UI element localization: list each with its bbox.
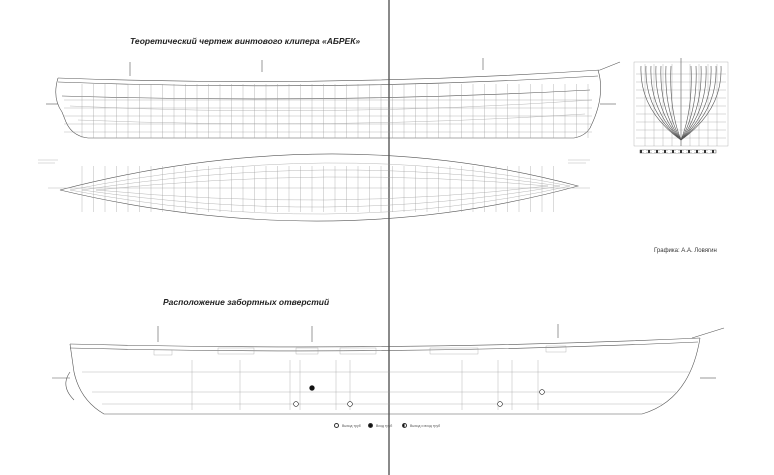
scale-segment bbox=[660, 150, 662, 153]
body-section-aft bbox=[665, 65, 682, 141]
body-section-fwd bbox=[680, 65, 692, 141]
scale-segment bbox=[652, 150, 654, 153]
body-section-fwd bbox=[680, 65, 697, 141]
legend-item-both: Выход и вход труб bbox=[402, 423, 440, 428]
hull-opening bbox=[347, 401, 353, 407]
open-circle-icon bbox=[334, 423, 339, 428]
scale-segment bbox=[688, 150, 690, 153]
half-circle-icon bbox=[402, 423, 407, 428]
body-section-aft bbox=[650, 65, 682, 141]
body-section-fwd bbox=[680, 65, 722, 141]
legend-item-inlet: Вход труб bbox=[368, 423, 392, 428]
scale-segment bbox=[676, 150, 678, 153]
scale-segment bbox=[692, 150, 694, 153]
body-section-aft bbox=[645, 65, 682, 141]
scale-segment bbox=[700, 150, 702, 153]
body-section-aft bbox=[660, 65, 682, 141]
hull-opening bbox=[539, 389, 545, 395]
body-section-fwd bbox=[680, 65, 707, 141]
legend-label: Вход труб bbox=[376, 423, 393, 428]
scale-segment bbox=[656, 150, 658, 153]
scale-segment bbox=[672, 150, 674, 153]
body-section-aft bbox=[670, 65, 682, 141]
legend-label: Выход труб bbox=[342, 423, 361, 428]
legend-item-outlet: Выход труб bbox=[334, 423, 361, 428]
hull-opening bbox=[497, 401, 503, 407]
filled-circle-icon bbox=[368, 423, 373, 428]
scale-segment bbox=[664, 150, 666, 153]
scale-segment bbox=[684, 150, 686, 153]
scale-segment bbox=[640, 150, 642, 153]
hull-opening bbox=[293, 401, 299, 407]
legend-label: Выход и вход труб bbox=[410, 423, 441, 428]
body-section-aft bbox=[640, 65, 682, 141]
scale-segment bbox=[680, 150, 682, 153]
scale-segment bbox=[712, 150, 714, 153]
scale-segment bbox=[648, 150, 650, 153]
scale-segment bbox=[644, 150, 646, 153]
body-section-fwd bbox=[680, 65, 702, 141]
author-credit: Графика: А.А. Ловягин bbox=[654, 248, 717, 254]
scale-segment bbox=[668, 150, 670, 153]
scale-segment bbox=[696, 150, 698, 153]
sheet-fold-line bbox=[388, 0, 390, 475]
hull-opening bbox=[309, 385, 315, 391]
scale-bar bbox=[639, 149, 717, 154]
drawing-title: Теоретический чертеж винтового клипера «… bbox=[130, 36, 361, 46]
scale-segment bbox=[704, 150, 706, 153]
body-section-fwd bbox=[680, 65, 717, 141]
section-title: Расположение забортных отверстий bbox=[163, 297, 330, 307]
scale-segment bbox=[708, 150, 710, 153]
body-section-fwd bbox=[680, 65, 712, 141]
body-section-aft bbox=[655, 65, 682, 141]
